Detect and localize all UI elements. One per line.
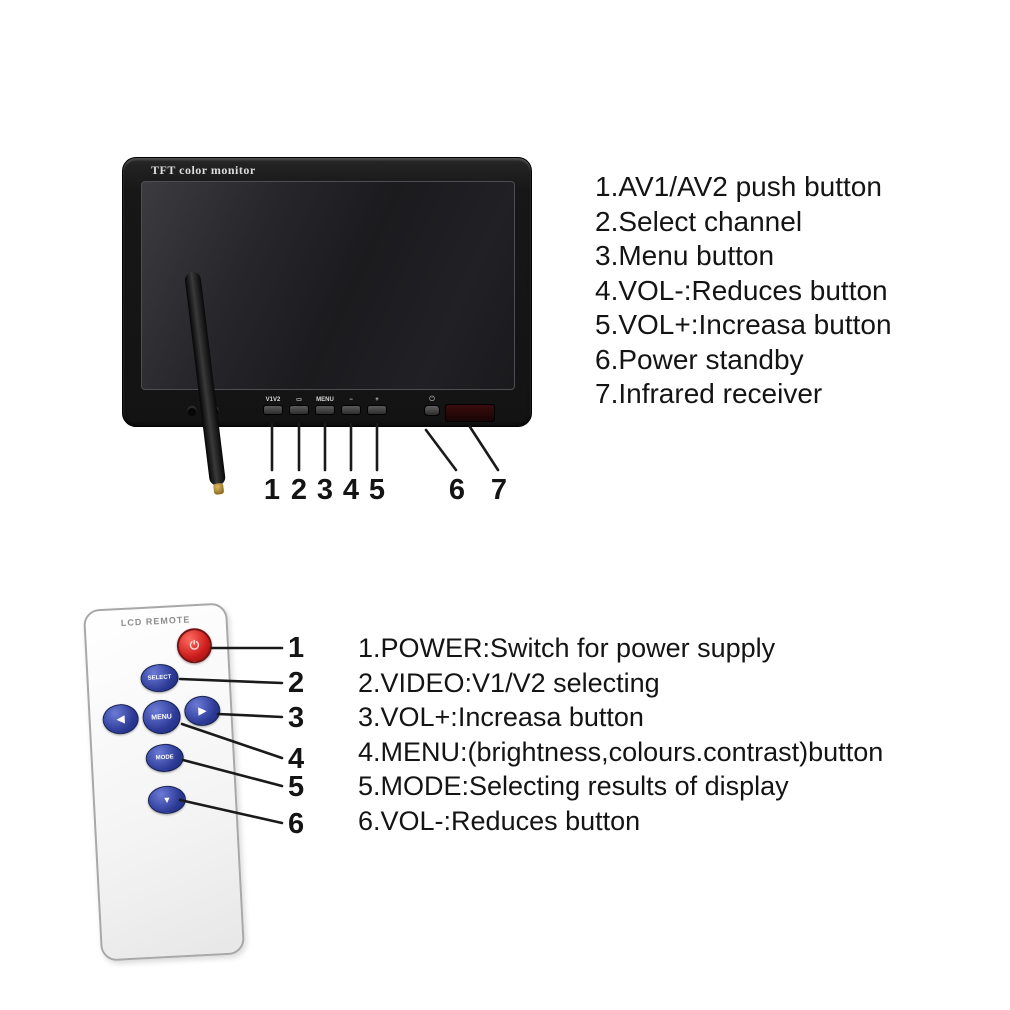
power-icon: ⏻ <box>189 637 200 653</box>
monitor-callout-7: 7 <box>490 474 508 506</box>
remote-brand-label: LCD REMOTE <box>120 614 191 629</box>
infrared-receiver-window <box>445 404 495 422</box>
monitor-legend-1: 1.AV1/AV2 push button <box>595 171 882 202</box>
monitor-legend-2: 2.Select channel <box>595 206 803 237</box>
right-arrow-icon: ▶ <box>198 705 207 717</box>
down-arrow-icon: ▼ <box>162 794 172 806</box>
monitor-power-button: ⏻ <box>419 396 445 416</box>
monitor-callout-5: 5 <box>368 474 386 506</box>
remote-callout-3: 3 <box>288 702 305 734</box>
monitor-legend-7: 7.Infrared receiver <box>595 378 823 409</box>
tft-monitor: TFT color monitor V1V2 ▭ MENU − + ⏻ <box>122 157 532 427</box>
remote-select-button: SELECT <box>139 663 180 694</box>
monitor-legend-4: 4.VOL-:Reduces button <box>595 275 888 306</box>
remote-callout-5: 5 <box>288 771 305 803</box>
remote-legend-4: 4.MENU:(brightness,colours.contrast)butt… <box>358 737 884 767</box>
monitor-button-vol-minus: − <box>338 396 364 415</box>
remote-right-arrow-button: ▶ <box>183 694 222 727</box>
lcd-remote: LCD REMOTE ⏻ SELECT ◀ MENU ▶ MODE ▼ <box>82 602 246 962</box>
monitor-button-channel: ▭ <box>286 396 312 415</box>
remote-legend-1: 1.POWER:Switch for power supply <box>358 633 776 663</box>
monitor-callout-6: 6 <box>448 474 466 506</box>
power-icon: ⏻ <box>429 396 435 403</box>
monitor-legend-5: 5.VOL+:Increasa button <box>595 309 892 340</box>
remote-callout-4: 4 <box>288 743 305 775</box>
remote-legend-3: 3.VOL+:Increasa button <box>358 702 644 732</box>
channel-icon: ▭ <box>296 397 302 403</box>
remote-down-arrow-button: ▼ <box>147 784 187 815</box>
monitor-legend-3: 3.Menu button <box>595 240 775 271</box>
remote-mode-button: MODE <box>145 742 185 773</box>
monitor-brand-label: TFT color monitor <box>151 163 256 177</box>
monitor-callout-4: 4 <box>342 474 360 506</box>
remote-power-button: ⏻ <box>176 627 213 665</box>
monitor-button-av: V1V2 <box>260 396 286 415</box>
remote-legend-2: 2.VIDEO:V1/V2 selecting <box>358 668 660 698</box>
monitor-callout-1: 1 <box>263 474 281 506</box>
remote-callout-6: 6 <box>288 808 305 840</box>
monitor-button-menu: MENU <box>312 396 338 415</box>
monitor-button-vol-plus: + <box>364 396 390 415</box>
monitor-legend-6: 6.Power standby <box>595 344 804 375</box>
remote-callout-2: 2 <box>288 667 305 699</box>
monitor-callout-2: 2 <box>290 474 308 506</box>
remote-legend-5: 5.MODE:Selecting results of display <box>358 771 789 801</box>
bezel-screw <box>187 406 197 416</box>
remote-callout-1: 1 <box>288 632 305 664</box>
remote-legend-6: 6.VOL-:Reduces button <box>358 806 641 836</box>
monitor-callout-3: 3 <box>316 474 334 506</box>
remote-left-arrow-button: ◀ <box>101 703 140 736</box>
remote-menu-button: MENU <box>141 699 182 736</box>
left-arrow-icon: ◀ <box>116 713 125 725</box>
